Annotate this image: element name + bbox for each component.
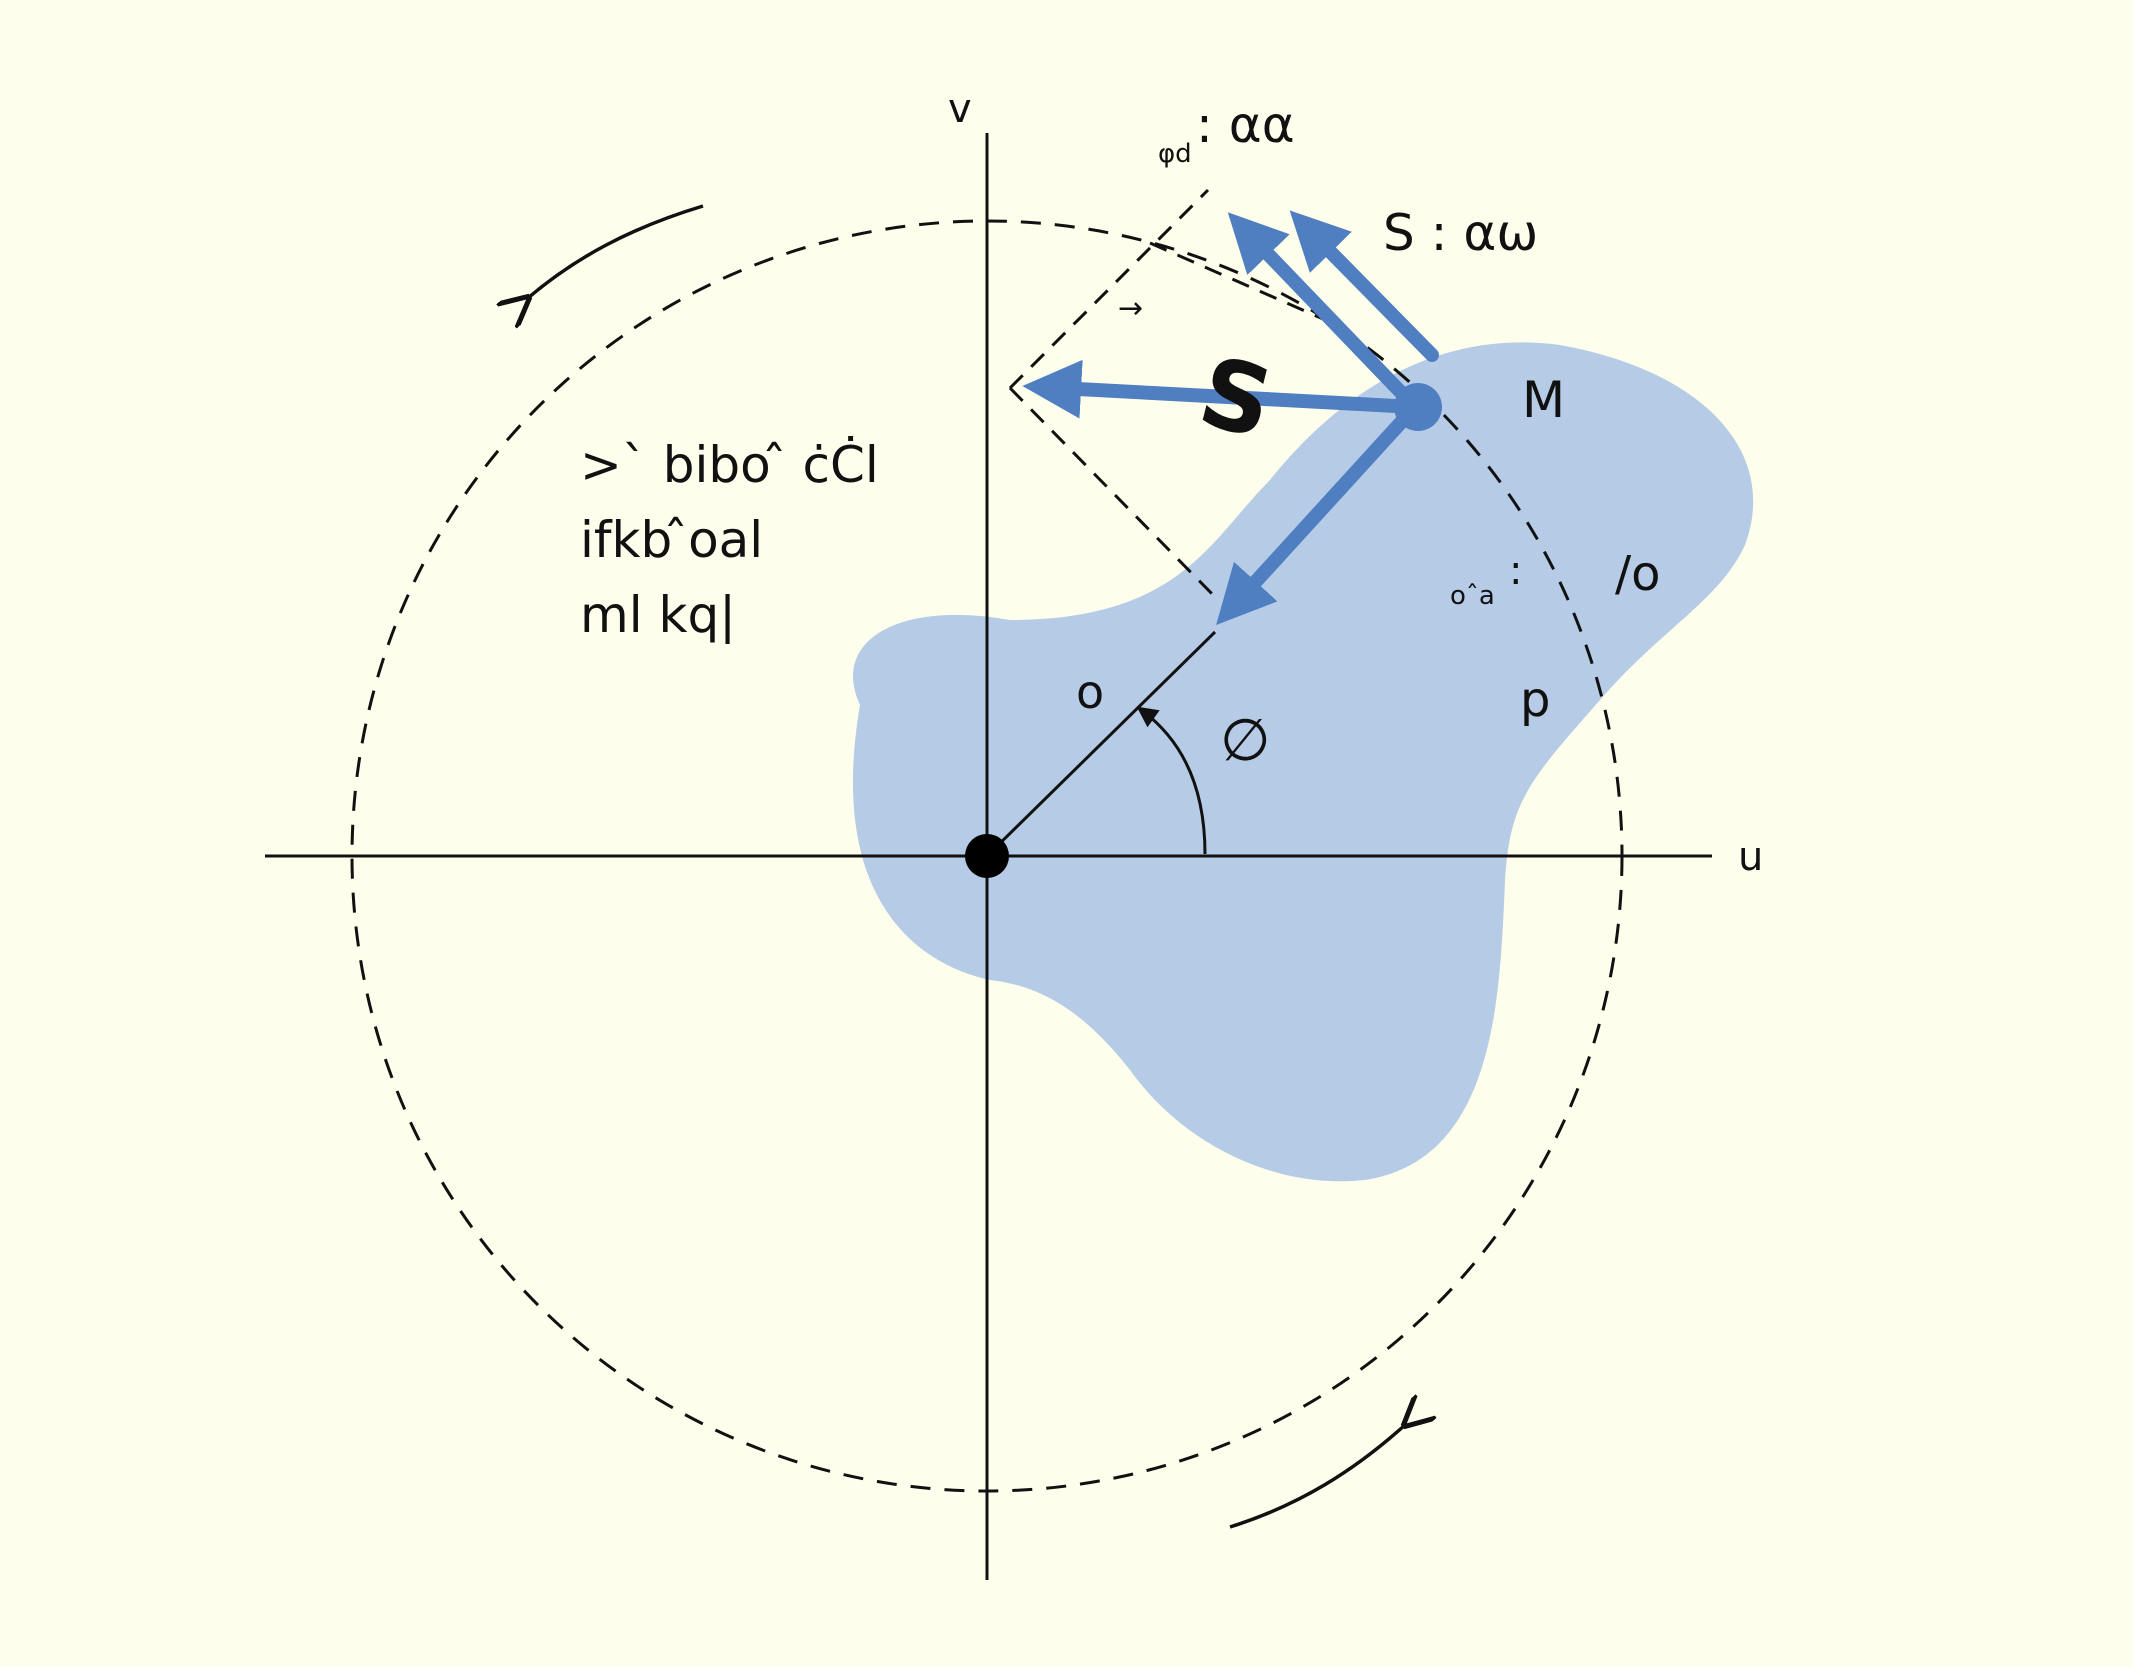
radius-line [985,630,1217,858]
centripetal-subscript: oˆa [1450,581,1495,611]
vector-group [1022,210,1439,626]
region-label: p [1520,672,1550,728]
y-axis-label: v [948,86,972,132]
origin-point [965,834,1009,878]
angle-arc [1136,706,1207,855]
note-line-3: ml kq| [580,586,736,644]
resultant-acceleration-vector [1022,359,1422,419]
small-arrow-label: → [1118,291,1143,326]
note-line-1: >` bibo ̂ ċĊl [580,436,879,494]
centripetal-acceleration-vector [1216,400,1422,626]
resultant-label: S [1189,335,1283,460]
tangential-value: : αα [1196,96,1295,154]
tangential-acceleration-vector [1227,212,1422,414]
rotation-arrow-bottom [1229,1425,1405,1529]
velocity-value: S : αω [1383,204,1538,262]
tangential-subscript: φd [1158,139,1192,169]
construction-dashed-lines [1008,188,1331,604]
angle-label: ∅ [1220,706,1271,774]
radius-label: o [1076,665,1104,719]
point-m [1394,383,1442,431]
x-axis-label: u [1738,834,1763,880]
point-m-label: M [1522,371,1565,429]
rotation-arrow-top [528,204,704,298]
note-block: >` bibo ̂ ċĊl ifkb ̂oal ml kq| [580,436,879,644]
centripetal-value: /o [1615,546,1661,602]
note-line-2: ifkb ̂oal [580,511,763,569]
velocity-vector [1289,210,1439,362]
rigid-body-shape [852,342,1754,1182]
centripetal-colon: : [1509,548,1522,594]
